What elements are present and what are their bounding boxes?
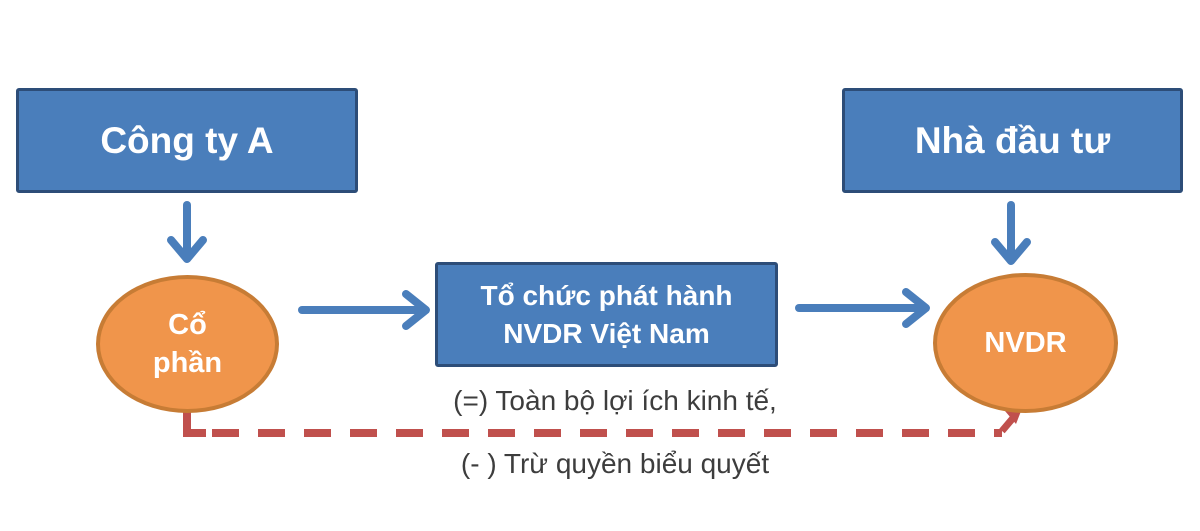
node-shares-label-line2: phần bbox=[152, 347, 223, 379]
node-issuer-label-line1: Tổ chức phát hành bbox=[480, 279, 733, 311]
node-shares-label-line1: Cổ bbox=[168, 309, 207, 341]
arrow-shares-to-issuer-icon bbox=[298, 290, 430, 330]
arrow-investor-to-nvdr-icon bbox=[991, 201, 1031, 265]
arrow-issuer-to-nvdr-icon bbox=[795, 288, 930, 328]
node-company-a: Công ty A bbox=[16, 88, 358, 193]
node-nvdr-label: NVDR bbox=[984, 326, 1067, 359]
annotation-economic-benefit: (=) Toàn bộ lợi ích kinh tế, bbox=[453, 385, 777, 416]
node-investor-label: Nhà đầu tư bbox=[914, 119, 1111, 161]
node-company-a-label: Công ty A bbox=[100, 119, 274, 161]
node-investor: Nhà đầu tư bbox=[842, 88, 1183, 193]
node-nvdr: NVDR bbox=[933, 273, 1118, 413]
arrow-company-to-shares-icon bbox=[167, 201, 207, 263]
node-issuer: Tổ chức phát hành NVDR Việt Nam bbox=[435, 262, 778, 367]
annotation-voting-rights: (- ) Trừ quyền biểu quyết bbox=[460, 448, 770, 479]
node-issuer-label-line2: NVDR Việt Nam bbox=[503, 317, 710, 349]
node-shares: Cổ phần bbox=[96, 275, 279, 413]
